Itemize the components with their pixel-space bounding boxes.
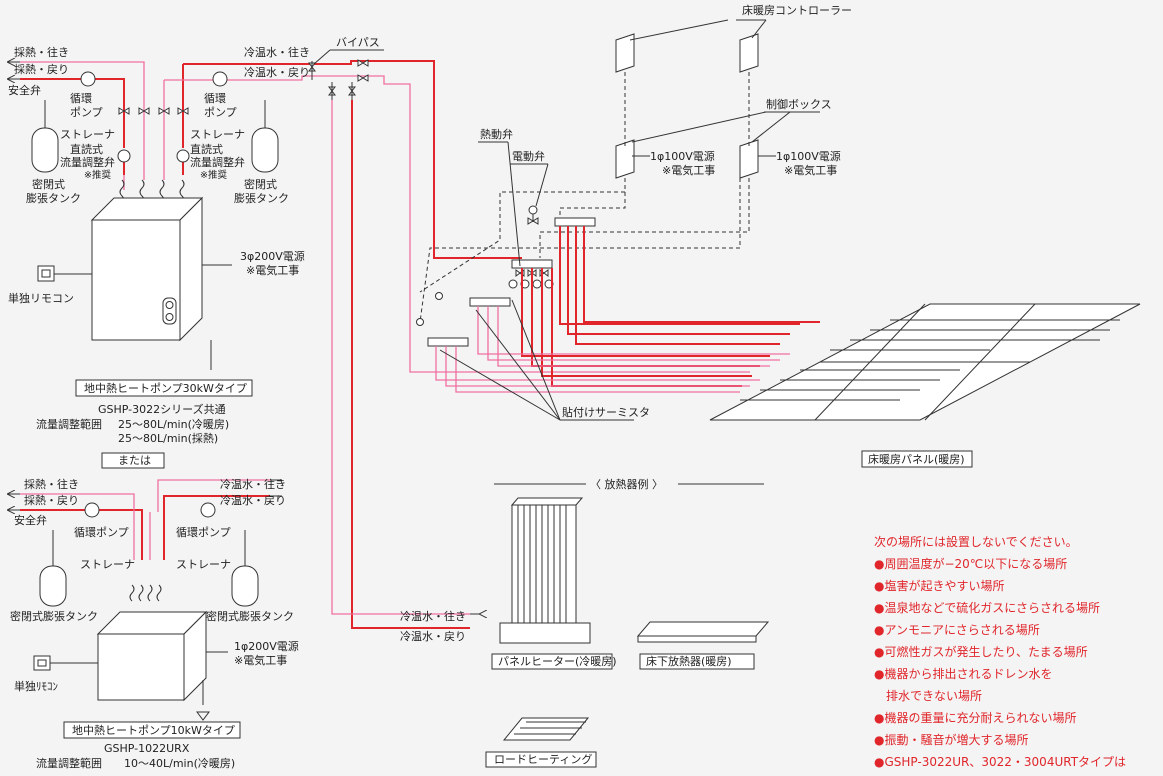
bottom-power-label: 1φ200V電源	[234, 639, 299, 653]
note-item: ●機器から排出されるドレン水を	[874, 666, 1052, 681]
top-reion-modori-label: 冷温水・戻り	[244, 66, 310, 79]
floor-panel-label: 床暖房パネル(暖房)	[868, 452, 965, 466]
notes-heading: 次の場所には設置しないでください。	[874, 534, 1078, 549]
or-label: または	[118, 454, 151, 467]
top-tank-left-label-2: 膨張タンク	[26, 191, 81, 205]
underfloor-radiator: 床下放熱器(暖房)	[636, 621, 770, 670]
top-strainer-left-label: ストレーナ	[60, 128, 115, 141]
bottom-pump-right-label: 循環ポンプ	[176, 526, 231, 539]
thermistor-label: 貼付けサーミスタ	[562, 405, 650, 419]
controller-label: 床暖房コントローラー	[742, 3, 852, 17]
power-b-label: 1φ100V電源	[776, 149, 841, 163]
bottom-model: GSHP-1022URX	[104, 742, 190, 755]
top-recommended-left: ※推奨	[84, 169, 111, 181]
panel-heater: パネルヒーター(冷暖房)	[491, 497, 617, 670]
top-pump-right-label-2: ポンプ	[204, 106, 237, 119]
top-pump-left-label: 循環	[70, 92, 92, 105]
bottom-flow-range-label: 流量調整範囲	[36, 756, 102, 770]
top-flow-left-label-2: 流量調整弁	[60, 155, 115, 169]
power-a-label: 1φ100V電源	[650, 149, 715, 163]
right-reion-iki-label: 冷温水・往き	[400, 609, 466, 623]
note-item: ●可燃性ガスが発生したり、たまる場所	[874, 644, 1088, 659]
thermal-valve-label: 熱動弁	[480, 127, 513, 141]
bottom-pump-left-label: 循環ポンプ	[74, 526, 129, 539]
bottom-unit: 採熱・往き 採熱・戻り 安全弁 循環ポンプ 循環ポンプ ストレーナ ストレーナ …	[8, 477, 299, 770]
note-item: ●振動・騒音が増大する場所	[874, 732, 1028, 747]
installation-notes: 次の場所には設置しないでください。 ●周囲温度が−20℃以下になる場所 ●塩害が…	[874, 534, 1126, 769]
bottom-flow-range-1: 10〜40L/min(冷暖房)	[124, 757, 235, 770]
top-title-box	[75, 379, 253, 397]
top-tank-right-label-2: 膨張タンク	[234, 191, 289, 205]
top-saine-iki-label: 採熱・往き	[14, 45, 69, 59]
top-flow-range-label: 流量調整範囲	[36, 417, 102, 431]
elec-a-label: ※電気工事	[662, 163, 715, 177]
top-bypass-label: バイパス	[336, 36, 380, 49]
note-item: ●アンモニアにさらされる場所	[874, 623, 1040, 637]
note-item: ●温泉地などで硫化ガスにさらされる場所	[874, 600, 1100, 615]
top-tank-right-label: 密閉式	[244, 177, 277, 191]
floor-panel-box	[861, 450, 973, 468]
road-heating-label: ロードヒーティング	[494, 752, 592, 766]
top-remote-label: 単独リモコン	[8, 291, 74, 305]
top-flow-range-2: 25〜80L/min(採熱)	[118, 431, 218, 445]
bottom-strainer-left-label: ストレーナ	[80, 558, 135, 571]
bottom-anzenben-label: 安全弁	[14, 513, 47, 527]
bottom-saine-modori-label: 採熱・戻り	[24, 493, 79, 507]
top-flow-range-1: 25〜80L/min(冷暖房)	[118, 418, 229, 431]
note-item: 排水できない場所	[874, 689, 982, 703]
bottom-tank-right-label: 密閉式膨張タンク	[206, 609, 294, 623]
bottom-strainer-right-label: ストレーナ	[176, 558, 231, 571]
control-box-label: 制御ボックス	[766, 97, 832, 111]
top-strainer-right-label: ストレーナ	[190, 128, 245, 141]
elec-b-label: ※電気工事	[784, 163, 837, 177]
top-title: 地中熱ヒートポンプ30kWタイプ	[84, 382, 247, 395]
top-elec-work-label: ※電気工事	[246, 263, 299, 277]
floor-heating-system: 床暖房コントローラー 制御ボックス 1φ100V電源 ※電気工事 1φ100V電…	[331, 3, 1141, 643]
bottom-elec-work-label: ※電気工事	[234, 653, 287, 667]
panel-heater-label: パネルヒーター(冷暖房)	[498, 655, 617, 668]
bottom-saine-iki-label: 採熱・往き	[24, 477, 79, 491]
bottom-reion-modori-label: 冷温水・戻り	[220, 494, 286, 507]
top-series: GSHP-3022シリーズ共通	[98, 402, 226, 416]
top-pump-right-label: 循環	[204, 92, 226, 105]
motor-valve-label: 電動弁	[512, 149, 545, 163]
note-item: ●GSHP-3022UR、3022・3004URTタイプは	[874, 755, 1126, 769]
bottom-remote-label: 単独ﾘﾓｺﾝ	[14, 679, 58, 693]
top-flow-left-label: 直読式	[70, 142, 103, 156]
bottom-tank-left-label: 密閉式膨張タンク	[10, 609, 98, 623]
top-flow-right-label-2: 流量調整弁	[190, 155, 245, 169]
top-tank-left-label: 密閉式	[32, 177, 65, 191]
bottom-title-box	[63, 721, 241, 739]
or-box	[101, 452, 165, 469]
underfloor-label: 床下放熱器(暖房)	[646, 654, 732, 668]
top-recommended-right: ※推奨	[200, 169, 227, 181]
radiator-examples: パネルヒーター(冷暖房) 床下放熱器(暖房) ロードヒーティング	[485, 497, 770, 768]
top-reion-iki-label: 冷温水・往き	[244, 45, 310, 59]
road-heating: ロードヒーティング	[485, 717, 597, 768]
note-item: ●塩害が起きやすい場所	[874, 578, 1004, 593]
top-unit: 採熱・往き 採熱・戻り 安全弁 循環 ポンプ 循環 ポンプ ストレーナ ストレー…	[8, 36, 750, 469]
top-flow-right-label: 直読式	[190, 142, 223, 156]
bottom-reion-iki-label: 冷温水・往き	[220, 477, 286, 491]
radiator-example-label: 〈 放熱器例 〉	[590, 477, 663, 491]
top-anzenben-label: 安全弁	[8, 83, 41, 97]
top-saine-modori-label: 採熱・戻り	[14, 62, 69, 76]
top-power-label: 3φ200V電源	[240, 249, 305, 263]
note-item: ●機器の重量に充分耐えられない場所	[874, 710, 1076, 725]
right-reion-modori-label: 冷温水・戻り	[400, 630, 466, 643]
bottom-title: 地中熱ヒートポンプ10kWタイプ	[72, 724, 235, 737]
note-item: ●周囲温度が−20℃以下になる場所	[874, 556, 1067, 571]
top-pump-left-label-2: ポンプ	[70, 106, 103, 119]
